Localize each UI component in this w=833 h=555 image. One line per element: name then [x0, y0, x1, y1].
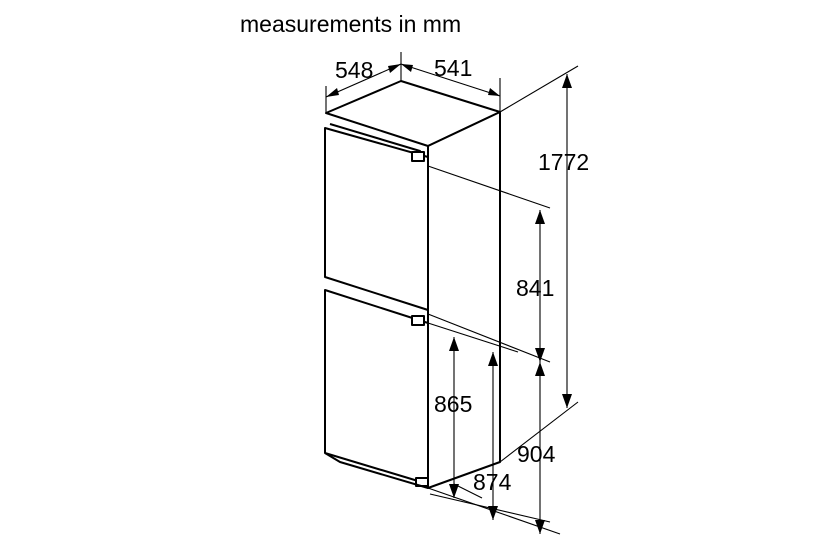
- depth-arrow-right: [388, 64, 401, 73]
- upper-compartment-value: 841: [516, 275, 554, 301]
- upper-compartment-dimension: 841: [427, 165, 554, 363]
- depth-arrow-left: [326, 88, 339, 97]
- bottom-extension-lines: [427, 483, 561, 535]
- depth-value: 548: [335, 57, 373, 83]
- upper-door: [324, 127, 429, 311]
- upper-arrow-bottom: [535, 348, 545, 362]
- lower-section-value: 904: [517, 441, 556, 467]
- lower-niche-value: 874: [473, 469, 512, 495]
- lower-niche-arrow-top: [488, 352, 498, 366]
- diagram-title: measurements in mm: [240, 11, 461, 37]
- upper-hinge: [411, 151, 425, 162]
- plinth-edge: [324, 452, 429, 489]
- width-arrow-left: [401, 64, 413, 72]
- middle-hinge: [411, 315, 425, 326]
- lower-section-arrow-top: [535, 362, 545, 376]
- upper-arrow-top: [535, 210, 545, 224]
- width-arrow-right: [488, 88, 500, 96]
- depth-dimension: 548: [325, 52, 402, 113]
- height-value: 1772: [538, 149, 589, 175]
- width-dimension: 541: [400, 55, 501, 112]
- lower-door-arrow-bottom: [449, 484, 459, 498]
- cabinet-side-face: [427, 111, 501, 489]
- lower-door-dimension: 865: [427, 322, 519, 498]
- height-dimension: 1772: [499, 65, 589, 463]
- height-arrow-top: [562, 74, 572, 88]
- height-arrow-bottom: [562, 394, 572, 408]
- lower-section-dimension: 904: [517, 362, 556, 534]
- lower-door-arrow-top: [449, 337, 459, 351]
- width-value: 541: [434, 55, 472, 81]
- appliance-body: [324, 80, 501, 489]
- lower-door-value: 865: [434, 391, 472, 417]
